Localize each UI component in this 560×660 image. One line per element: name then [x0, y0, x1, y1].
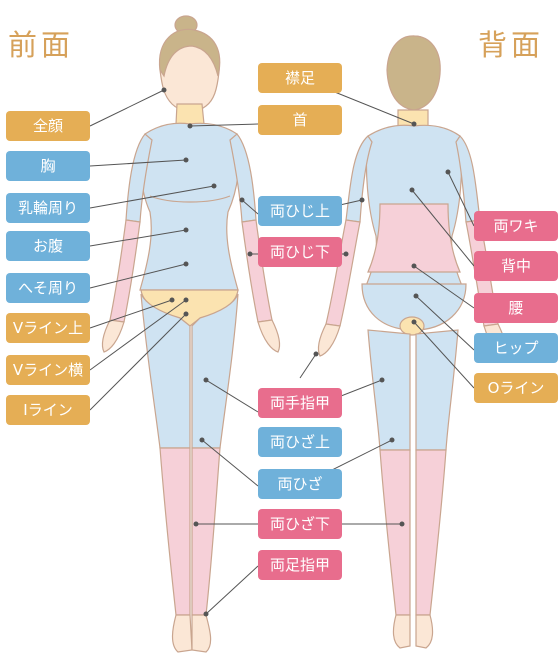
label-ryo-hiza-ue: 両ひざ上 [258, 427, 342, 457]
label-ryo-waki: 両ワキ [474, 211, 558, 241]
label-nyurin-mawari: 乳輪周り [6, 193, 90, 223]
front-figure [101, 15, 281, 653]
label-erikashi: 襟足 [258, 63, 342, 93]
label-ryo-ashiyubi-ko: 両足指甲 [258, 550, 342, 580]
label-heso-mawari: へそ周り [6, 273, 90, 303]
back-title: 背面 [478, 28, 545, 62]
label-ryo-hiza: 両ひざ [258, 469, 342, 499]
label-ryo-hiji-shita: 両ひじ下 [258, 237, 342, 267]
label-onaka: お腹 [6, 231, 90, 261]
label-i-line: Iライン [6, 395, 90, 425]
label-ryo-hiza-shita: 両ひざ下 [258, 509, 342, 539]
label-senaka: 背中 [474, 251, 558, 281]
label-koshi: 腰 [474, 293, 558, 323]
label-kubi: 首 [258, 105, 342, 135]
label-v-line-ue: Vライン上 [6, 313, 90, 343]
label-o-line: Oライン [474, 373, 558, 403]
label-hippu: ヒップ [474, 333, 558, 363]
label-ryo-hiji-ue: 両ひじ上 [258, 196, 342, 226]
label-zen-gan: 全顔 [6, 111, 90, 141]
label-mune: 胸 [6, 151, 90, 181]
label-v-line-yoko: Vライン横 [6, 355, 90, 385]
leader-dots [161, 87, 451, 617]
label-ryo-teyubi-ko: 両手指甲 [258, 388, 342, 418]
front-title: 前面 [8, 28, 75, 62]
